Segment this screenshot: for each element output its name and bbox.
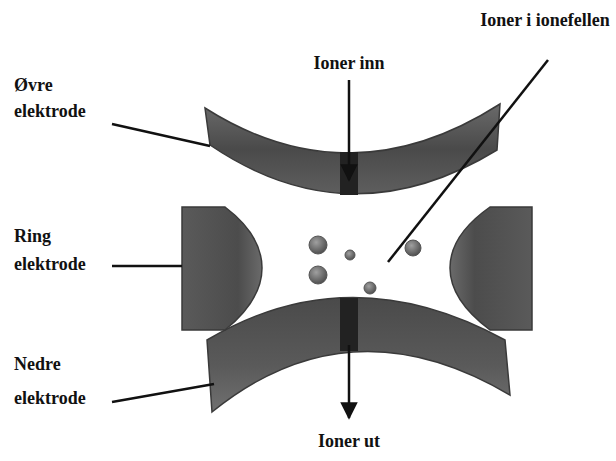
ions xyxy=(309,236,421,294)
ring-electrode-left xyxy=(182,207,262,330)
part-label: Ring elektrode xyxy=(14,222,114,278)
ring-electrode-right xyxy=(450,207,532,330)
lower-slot xyxy=(340,298,358,351)
lower-electrode xyxy=(207,298,510,413)
leader-line xyxy=(112,124,210,146)
leader-line xyxy=(388,60,548,262)
part-label: Nedre elektrode xyxy=(14,347,114,415)
part-label: Øvre elektrode xyxy=(14,72,114,124)
part-label: Ioner ut xyxy=(269,428,429,454)
arrow-ions-out xyxy=(348,345,351,418)
part-label: Ioner i ionefellen xyxy=(480,6,610,34)
leader-line xyxy=(112,384,214,402)
arrow-ions-in xyxy=(348,80,351,180)
part-label: Ioner inn xyxy=(269,50,429,76)
leader-line xyxy=(112,265,182,268)
